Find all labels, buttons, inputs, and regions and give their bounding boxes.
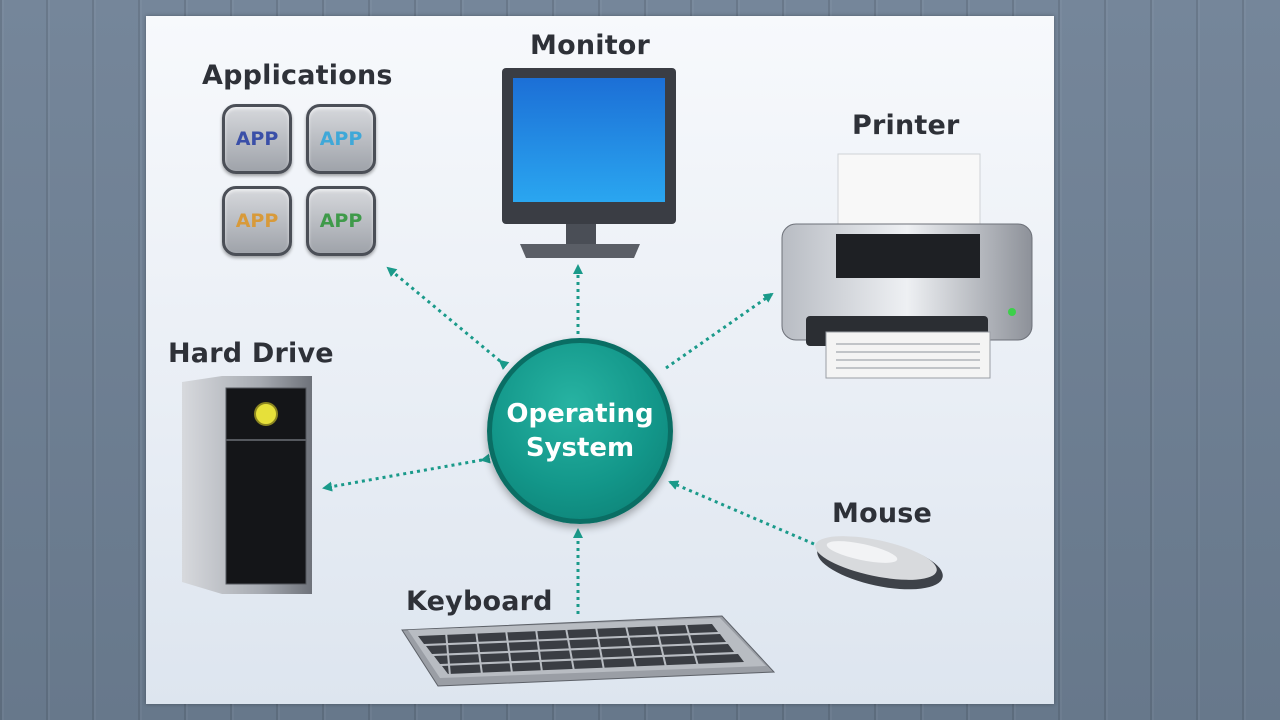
os-label-line1: Operating: [506, 397, 653, 431]
os-label-line2: System: [526, 431, 634, 465]
operating-system-node: Operating System: [487, 338, 673, 524]
diagram-panel: Applications APP APP APP APP Monitor: [146, 16, 1054, 704]
